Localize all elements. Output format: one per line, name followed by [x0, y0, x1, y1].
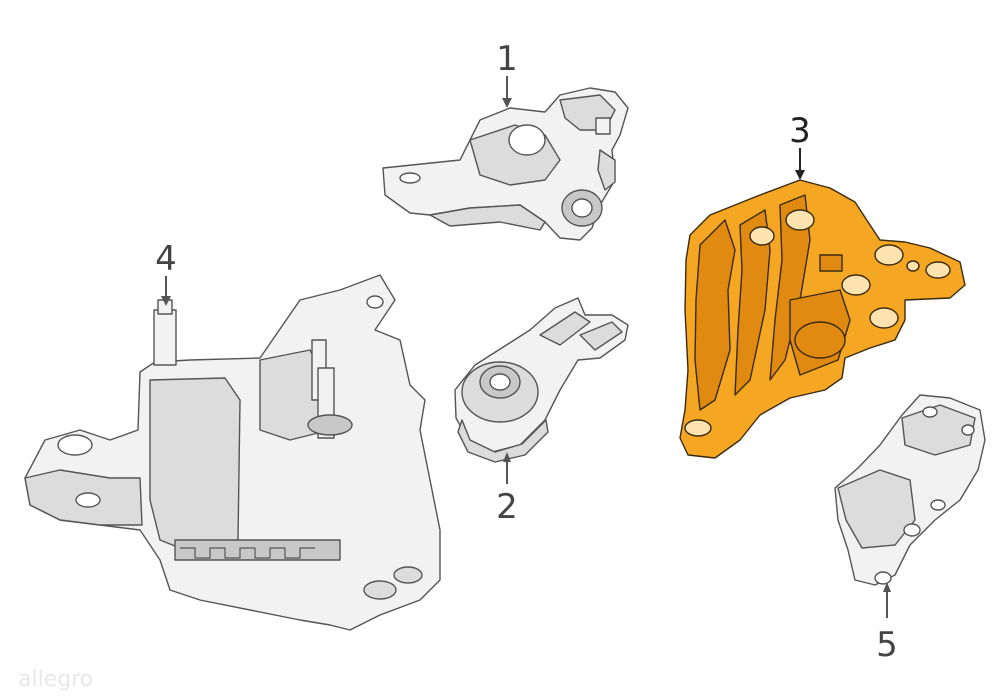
callout-number: 1 [496, 39, 518, 79]
callout-number: 4 [155, 239, 177, 279]
part-2-torque-strut [454, 297, 629, 463]
callout-3: 3 [789, 111, 811, 180]
part-4-transmission-mount [24, 274, 441, 631]
callout-number: 2 [496, 487, 518, 527]
callout-4: 4 [155, 239, 177, 306]
part-1-bracket [382, 87, 629, 241]
callout-2: 2 [496, 452, 518, 527]
callout-1: 1 [496, 39, 518, 108]
callout-5: 5 [876, 582, 898, 665]
part-5-bracket [834, 394, 986, 586]
callout-number: 3 [789, 111, 811, 151]
callout-number: 5 [876, 625, 898, 665]
watermark: allegro [18, 667, 93, 692]
part-3-engine-mount-highlighted [679, 179, 966, 459]
